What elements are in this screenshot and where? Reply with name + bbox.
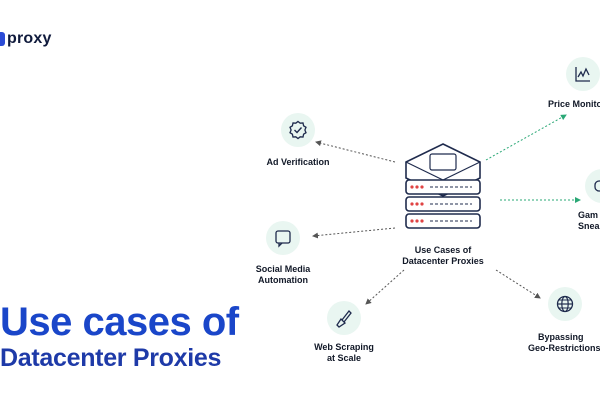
- page-headline: Use cases of Datacenter Proxies: [0, 302, 239, 371]
- arrow-to-price-monitoring: [485, 114, 567, 161]
- web-scraping-node: [327, 301, 361, 335]
- social-media-node: [266, 221, 300, 255]
- gaming-node: [585, 169, 600, 203]
- arrow-to-web-scraping: [365, 269, 405, 305]
- badge-check-icon: [289, 120, 307, 140]
- arrow-to-ad-verification: [315, 140, 396, 163]
- price-monitoring-node: [566, 57, 600, 91]
- ad-verification-label: Ad Verification: [266, 157, 330, 167]
- geo-label: Bypassing Geo-Restrictions: [528, 332, 600, 354]
- web-scraping-label: Web Scraping at Scale: [314, 342, 374, 364]
- geo-node: [548, 287, 582, 321]
- gamepad-icon: [594, 180, 600, 192]
- scraper-tool-icon: [336, 310, 352, 328]
- arrow-to-social-media: [312, 227, 396, 239]
- chat-bubble-icon: [275, 230, 291, 248]
- ad-verification-node: [281, 113, 315, 147]
- brand-logo: proxy: [0, 30, 52, 48]
- headline-line-2: Datacenter Proxies: [0, 344, 222, 372]
- arrow-to-geo: [495, 269, 541, 299]
- server-stack-icon: [405, 143, 481, 229]
- center-title: Use Cases of Datacenter Proxies: [402, 245, 484, 267]
- logo-mark-icon: [0, 32, 5, 46]
- line-chart-icon: [575, 67, 590, 82]
- social-media-label: Social Media Automation: [255, 264, 311, 286]
- gaming-label: Gam Snea: [578, 210, 600, 232]
- headline-line-1: Use cases of: [0, 300, 239, 344]
- logo-text: proxy: [7, 30, 52, 47]
- globe-icon: [556, 295, 574, 313]
- price-monitoring-label: Price Monito: [548, 99, 600, 109]
